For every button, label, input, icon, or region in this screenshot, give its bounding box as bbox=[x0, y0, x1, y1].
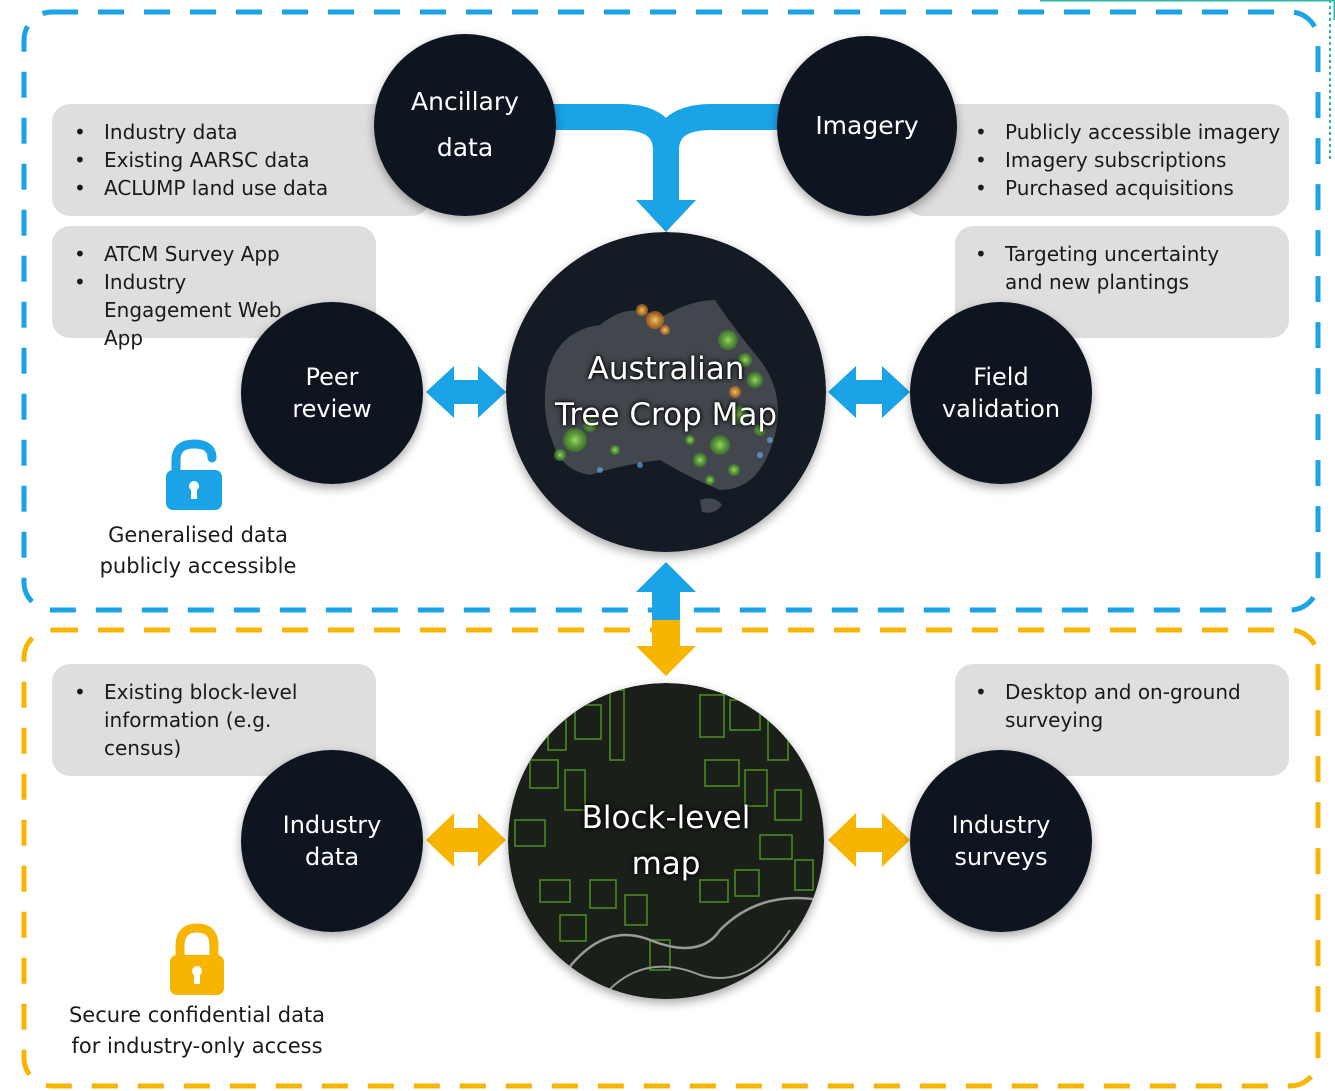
industry-data-double-arrow bbox=[426, 813, 506, 867]
node-label-line: Block-level bbox=[581, 800, 751, 836]
ancillary-info-list: Industry data Existing AARSC data ACLUMP… bbox=[72, 118, 328, 202]
australian-tree-crop-map-node: Australian Tree Crop Map bbox=[506, 232, 826, 552]
list-item: Publicly accessible imagery bbox=[973, 118, 1280, 146]
peer-review-double-arrow bbox=[426, 366, 506, 418]
node-label-line: surveys bbox=[954, 843, 1048, 871]
node-label-line: Peer bbox=[305, 363, 359, 391]
imagery-info-box: Publicly accessible imagery Imagery subs… bbox=[905, 104, 1289, 216]
field-validation-node: Field validation bbox=[910, 302, 1092, 484]
caption-line: for industry-only access bbox=[71, 1034, 323, 1058]
field-validation-info-list: Targeting uncertainty and new plantings bbox=[973, 240, 1263, 296]
caption-line: publicly accessible bbox=[99, 554, 297, 578]
zone-link-double-arrow bbox=[636, 562, 696, 676]
list-item: Purchased acquisitions bbox=[973, 174, 1280, 202]
node-label-line: data bbox=[436, 133, 494, 162]
industry-surveys-info-list: Desktop and on-ground surveying bbox=[973, 678, 1263, 734]
node-label-line: Tree Crop Map bbox=[554, 397, 778, 433]
industry-surveys-node: Industry surveys bbox=[910, 750, 1092, 932]
input-merge-arrow bbox=[520, 104, 812, 232]
corner-decoration bbox=[1040, 0, 1335, 160]
list-item: ACLUMP land use data bbox=[72, 174, 328, 202]
locked-padlock-icon bbox=[170, 923, 224, 995]
list-item: Industry Engagement Web App bbox=[72, 268, 312, 352]
list-item: Imagery subscriptions bbox=[973, 146, 1280, 174]
block-level-map-node: Block-level map bbox=[508, 683, 824, 999]
node-label-line: map bbox=[631, 846, 701, 882]
node-label-line: Australian bbox=[587, 351, 745, 387]
field-validation-double-arrow bbox=[828, 366, 910, 418]
ancillary-info-box: Industry data Existing AARSC data ACLUMP… bbox=[52, 104, 430, 216]
list-item: Existing block-level information (e.g. c… bbox=[72, 678, 352, 762]
caption-line: Generalised data bbox=[108, 523, 288, 547]
industry-data-info-list: Existing block-level information (e.g. c… bbox=[72, 678, 352, 762]
peer-review-info-list: ATCM Survey App Industry Engagement Web … bbox=[72, 240, 312, 352]
node-label-line: Industry bbox=[282, 811, 382, 839]
node-label-line: Ancillary bbox=[411, 87, 519, 116]
list-item: Existing AARSC data bbox=[72, 146, 328, 174]
node-label-line: data bbox=[304, 843, 360, 871]
unlocked-padlock-icon bbox=[166, 439, 222, 510]
public-access-caption: Generalised data publicly accessible bbox=[70, 520, 326, 582]
node-label-line: Imagery bbox=[815, 111, 919, 140]
imagery-node: Imagery bbox=[777, 36, 957, 216]
industry-surveys-double-arrow bbox=[828, 813, 910, 867]
list-item: Desktop and on-ground surveying bbox=[973, 678, 1263, 734]
node-label-line: Industry bbox=[951, 811, 1051, 839]
industry-data-node: Industry data bbox=[241, 750, 423, 932]
node-label-line: Field bbox=[973, 363, 1029, 391]
node-label-line: review bbox=[292, 395, 372, 423]
list-item: Targeting uncertainty and new plantings bbox=[973, 240, 1263, 296]
ancillary-data-node: Ancillary data bbox=[374, 34, 556, 216]
node-label-line: validation bbox=[941, 395, 1061, 423]
australia-map-graphic bbox=[506, 232, 826, 552]
imagery-info-list: Publicly accessible imagery Imagery subs… bbox=[973, 118, 1280, 202]
list-item: Industry data bbox=[72, 118, 328, 146]
private-access-caption: Secure confidential data for industry-on… bbox=[50, 1000, 344, 1062]
caption-line: Secure confidential data bbox=[68, 1003, 326, 1027]
list-item: ATCM Survey App bbox=[72, 240, 312, 268]
peer-review-node: Peer review bbox=[241, 302, 423, 484]
